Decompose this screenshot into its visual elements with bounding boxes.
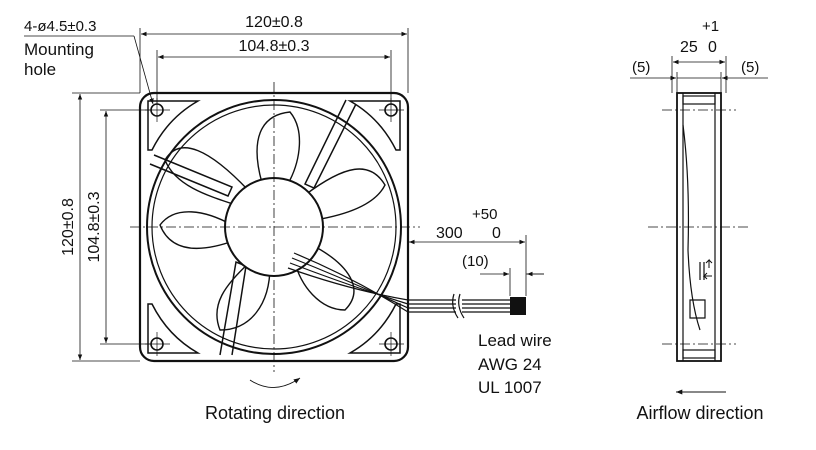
lead-wire-line2: AWG 24 — [478, 355, 542, 374]
pitch-width-label: 104.8±0.3 — [238, 38, 309, 55]
stripped-wire-ends — [510, 297, 526, 315]
strip-length-label: (10) — [462, 253, 489, 270]
hole-label-line2: hole — [24, 60, 56, 79]
right-offset-label: (5) — [741, 59, 759, 76]
dim-lead-length — [407, 235, 544, 296]
front-view: 4-ø4.5±0.3 Mounting hole 120±0.8 104.8±0… — [24, 14, 552, 423]
dim-depth — [630, 56, 768, 93]
left-offset-label: (5) — [632, 59, 650, 76]
depth-label: 25 — [680, 39, 698, 56]
airflow-direction-caption: Airflow direction — [636, 403, 763, 423]
lead-length-label: 300 — [436, 225, 463, 242]
lead-tol-upper-label: +50 — [472, 206, 497, 223]
lead-wire-line1: Lead wire — [478, 331, 552, 350]
dim-pitch-width — [156, 50, 392, 104]
rotating-direction-caption: Rotating direction — [205, 403, 345, 423]
depth-tol-upper-label: +1 — [702, 18, 719, 35]
overall-width-label: 120±0.8 — [245, 14, 303, 31]
depth-tol-lower-label: 0 — [708, 39, 717, 56]
pitch-height-label: 104.8±0.3 — [86, 191, 103, 262]
hole-leader — [24, 35, 154, 105]
dim-pitch-height — [100, 109, 151, 345]
rotation-arrow — [249, 377, 301, 388]
lead-wires — [287, 252, 510, 319]
lead-wire-line3: UL 1007 — [478, 378, 542, 397]
dim-overall-width — [139, 28, 409, 93]
hole-label-line1: Mounting — [24, 40, 94, 59]
dim-overall-height — [72, 92, 140, 362]
lead-tol-lower-label: 0 — [492, 225, 501, 242]
hole-spec-label: 4-ø4.5±0.3 — [24, 18, 96, 35]
side-view: +1 25 0 (5) (5) Airflow direction — [630, 18, 768, 423]
overall-height-label: 120±0.8 — [60, 198, 77, 256]
